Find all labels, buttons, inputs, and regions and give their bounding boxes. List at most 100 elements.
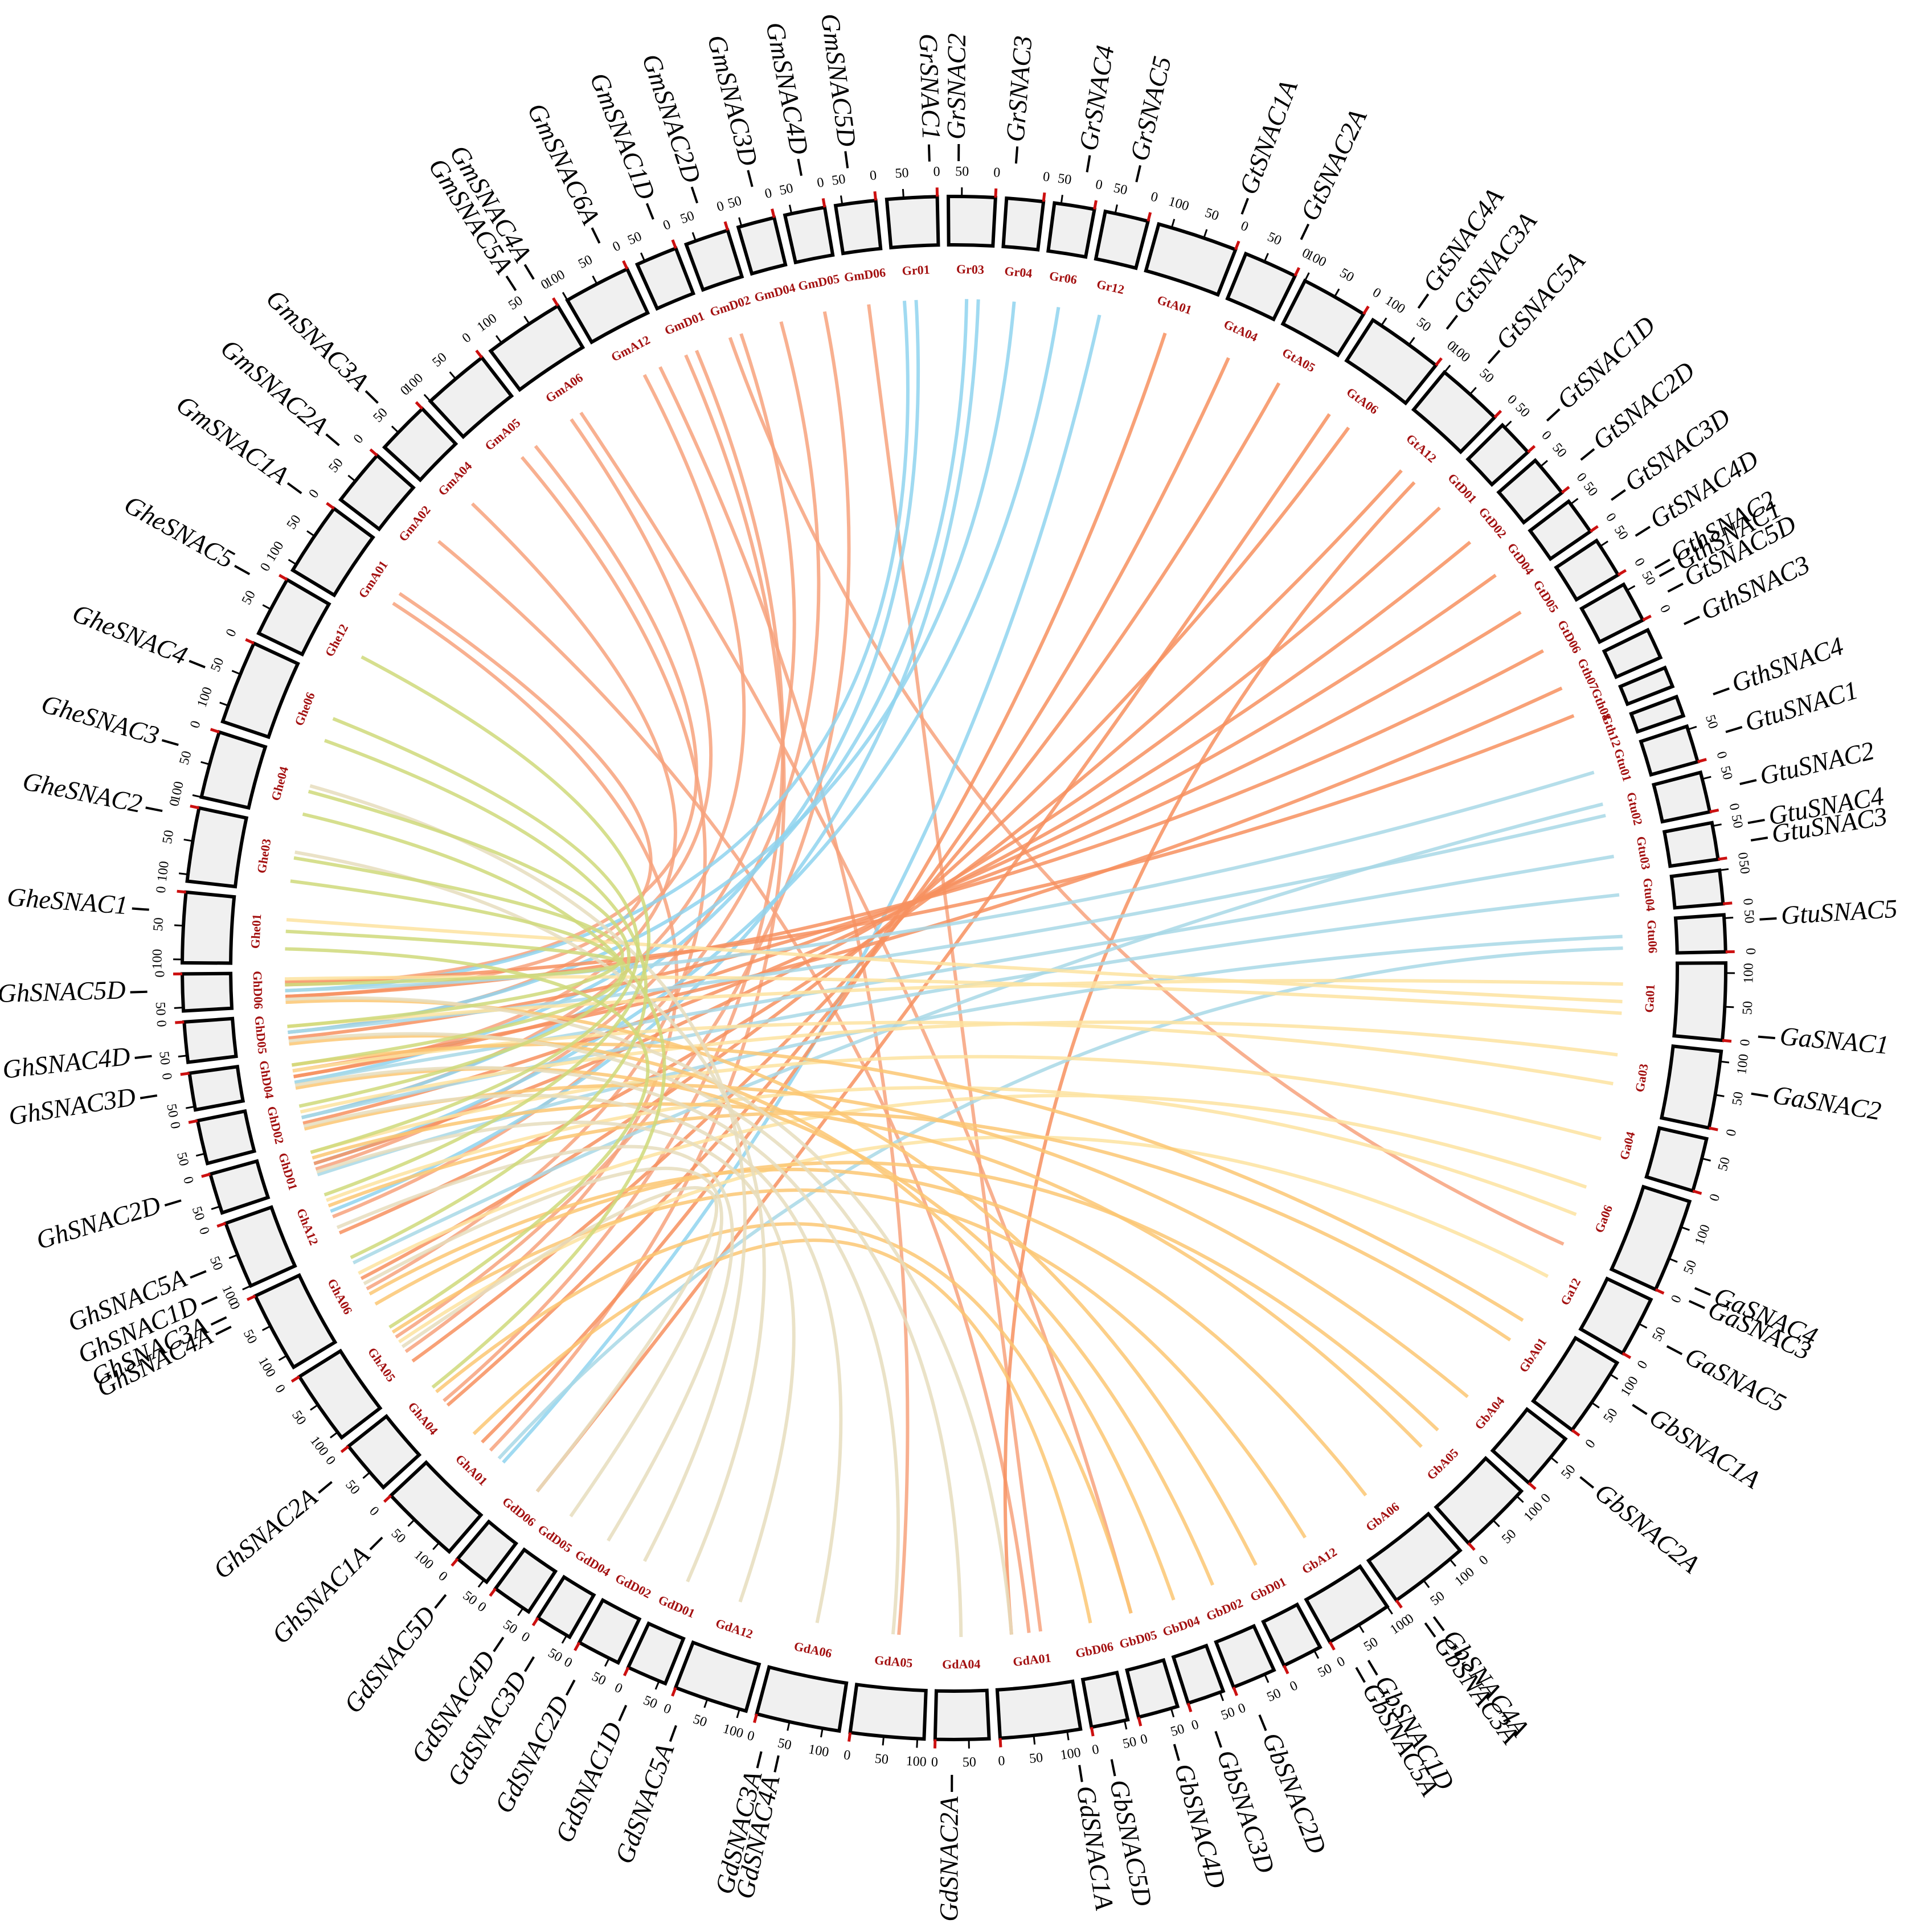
gene-label: GrSNAC1	[914, 33, 946, 140]
gene-connector	[1417, 293, 1430, 309]
tick-mark	[738, 217, 743, 227]
tick-label: 0	[1583, 1437, 1599, 1451]
chromosome-Gth08: Gth08	[1588, 665, 1675, 723]
gene-GheSNAC3: GheSNAC3	[38, 689, 179, 750]
tick-label: 50	[174, 1151, 191, 1168]
tick-label: 100	[1618, 1374, 1641, 1399]
tick-mark	[1701, 1157, 1711, 1162]
tick-label: 50	[831, 172, 847, 188]
chromosome-box	[488, 303, 585, 392]
tick-label: 0	[1239, 219, 1251, 235]
tick-label: 50	[1558, 1462, 1578, 1482]
link-Ghe06-GhA06	[324, 739, 648, 1260]
gene-connector	[1487, 350, 1501, 364]
tick-label: 0	[715, 199, 726, 215]
tick-mark	[671, 239, 677, 249]
tick-mark	[407, 1519, 415, 1527]
chromosome-name: Gtu01	[1611, 747, 1635, 783]
tick-mark	[1090, 1726, 1095, 1737]
tick-label: 50	[546, 1646, 565, 1666]
gene-connector	[318, 1481, 333, 1494]
gene-label: GaSNAC2	[1771, 1080, 1883, 1126]
gene-connector	[844, 151, 849, 169]
chromosome-box	[1214, 1623, 1276, 1689]
tick-label: 50	[208, 655, 227, 674]
gene-label: GhSNAC2A	[208, 1482, 324, 1585]
gene-label: GhSNAC2D	[33, 1190, 164, 1255]
tick-label: 100	[307, 1433, 331, 1458]
tick-label: 0	[1139, 1732, 1149, 1748]
tick-label: 50	[240, 1327, 260, 1346]
tick-label: 0	[154, 1020, 169, 1028]
tick-mark	[201, 1172, 211, 1178]
tick-mark	[916, 1738, 919, 1748]
gene-label: GhSNAC3D	[6, 1082, 137, 1131]
chromosome-box	[428, 355, 514, 440]
tick-mark	[369, 448, 378, 457]
chromosome-box	[1669, 868, 1725, 910]
tick-mark	[1328, 1641, 1336, 1651]
chromosome-name: GhD01	[276, 1151, 301, 1192]
link-GmA01-GhA05	[392, 601, 679, 1353]
gene-connector	[1240, 198, 1249, 215]
link-Ga01-GhD05	[287, 979, 1623, 1028]
tick-mark	[477, 1579, 485, 1588]
gene-connector	[234, 565, 251, 576]
gene-label: GtuSNAC2	[1757, 736, 1877, 790]
chromosome-name: GmD06	[844, 265, 887, 284]
tick-label: 0	[661, 217, 673, 233]
tick-label: 100	[1734, 1053, 1751, 1076]
tick-mark	[1435, 357, 1443, 367]
chromosome-box	[455, 1519, 519, 1585]
chromosome-name: GmA12	[609, 333, 653, 364]
chromosome-name: GbD02	[1204, 1595, 1245, 1623]
tick-label: 0	[1538, 428, 1554, 443]
chromosome-name: GbD04	[1161, 1613, 1202, 1639]
tick-label: 100	[194, 685, 215, 709]
tick-label: 0	[167, 1121, 183, 1130]
tick-mark	[1449, 1558, 1457, 1567]
tick-label: 50	[1428, 1589, 1448, 1609]
tick-mark	[288, 559, 297, 565]
tick-label: 50	[963, 1755, 976, 1770]
link-GbA05-GhD01	[312, 1102, 1423, 1448]
tick-label: 50	[151, 917, 166, 932]
chromosome-name: GmA01	[355, 558, 391, 601]
tick-label: 50	[576, 252, 595, 272]
tick-label: 50	[1057, 171, 1072, 188]
gene-connector	[1173, 1744, 1180, 1761]
gene-GtuSNAC2: GtuSNAC2	[1739, 736, 1877, 790]
tick-mark	[188, 1119, 198, 1124]
tick-mark	[216, 1221, 227, 1228]
gene-connector	[369, 1536, 383, 1550]
gene-connector	[134, 1055, 152, 1059]
chromosome-name: GtD04	[1505, 540, 1537, 577]
chromosome-box	[290, 506, 375, 598]
chromosome-name: GtA06	[1344, 385, 1381, 417]
gene-connector	[1086, 155, 1091, 173]
gene-GbSNAC2A: GbSNAC2A	[1579, 1476, 1705, 1579]
tick-mark	[210, 728, 220, 734]
chromosome-box	[297, 1348, 383, 1440]
link-GbA04-GhD02	[304, 1083, 1469, 1398]
tick-label: 0	[460, 330, 474, 346]
gene-connector	[1688, 1300, 1705, 1310]
tick-label: 50	[156, 1051, 173, 1066]
tick-mark	[495, 335, 502, 344]
tick-label: 0	[1574, 470, 1590, 485]
chromosome-box	[848, 1683, 928, 1741]
gene-label: GhSNAC1A	[266, 1540, 375, 1650]
gene-connector	[773, 1755, 780, 1773]
gene-label: GdSNAC2A	[934, 1796, 964, 1922]
tick-mark	[1718, 856, 1727, 861]
tick-mark	[211, 1205, 220, 1211]
